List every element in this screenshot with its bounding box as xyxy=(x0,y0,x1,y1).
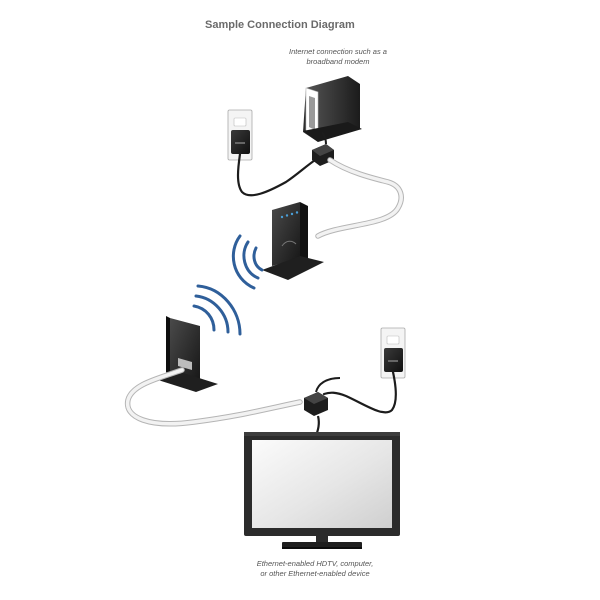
power-plug-bottom xyxy=(384,348,403,372)
tv-caption: Ethernet-enabled HDTV, computer, or othe… xyxy=(250,559,380,579)
modem-caption-line-1: Internet connection such as a xyxy=(289,47,387,56)
modem-caption: Internet connection such as a broadband … xyxy=(282,47,394,67)
modem-caption-line-2: broadband modem xyxy=(306,57,370,66)
powerline-adapter-bottom xyxy=(158,316,218,392)
diagram-title: Sample Connection Diagram xyxy=(205,19,355,31)
ethernet-cable-bottom xyxy=(124,367,303,427)
led-1-icon xyxy=(280,215,284,219)
tv-screen xyxy=(252,440,392,528)
tv-caption-line-2: or other Ethernet-enabled device xyxy=(260,569,370,578)
led-3-icon xyxy=(290,212,294,216)
powerline-adapter-top xyxy=(262,202,324,280)
wifi-signal-bottom-icon xyxy=(192,284,242,336)
broadband-modem xyxy=(303,76,362,142)
power-plug-top xyxy=(231,130,250,154)
tv-caption-line-1: Ethernet-enabled HDTV, computer, xyxy=(256,559,374,568)
led-2-icon xyxy=(285,214,289,217)
television xyxy=(244,432,400,549)
power-cord-top xyxy=(236,152,320,197)
wifi-signal-top-icon xyxy=(231,234,264,290)
cable-splitter-bottom xyxy=(304,377,341,437)
power-cord-bottom xyxy=(322,370,397,414)
led-4-icon xyxy=(295,211,299,214)
